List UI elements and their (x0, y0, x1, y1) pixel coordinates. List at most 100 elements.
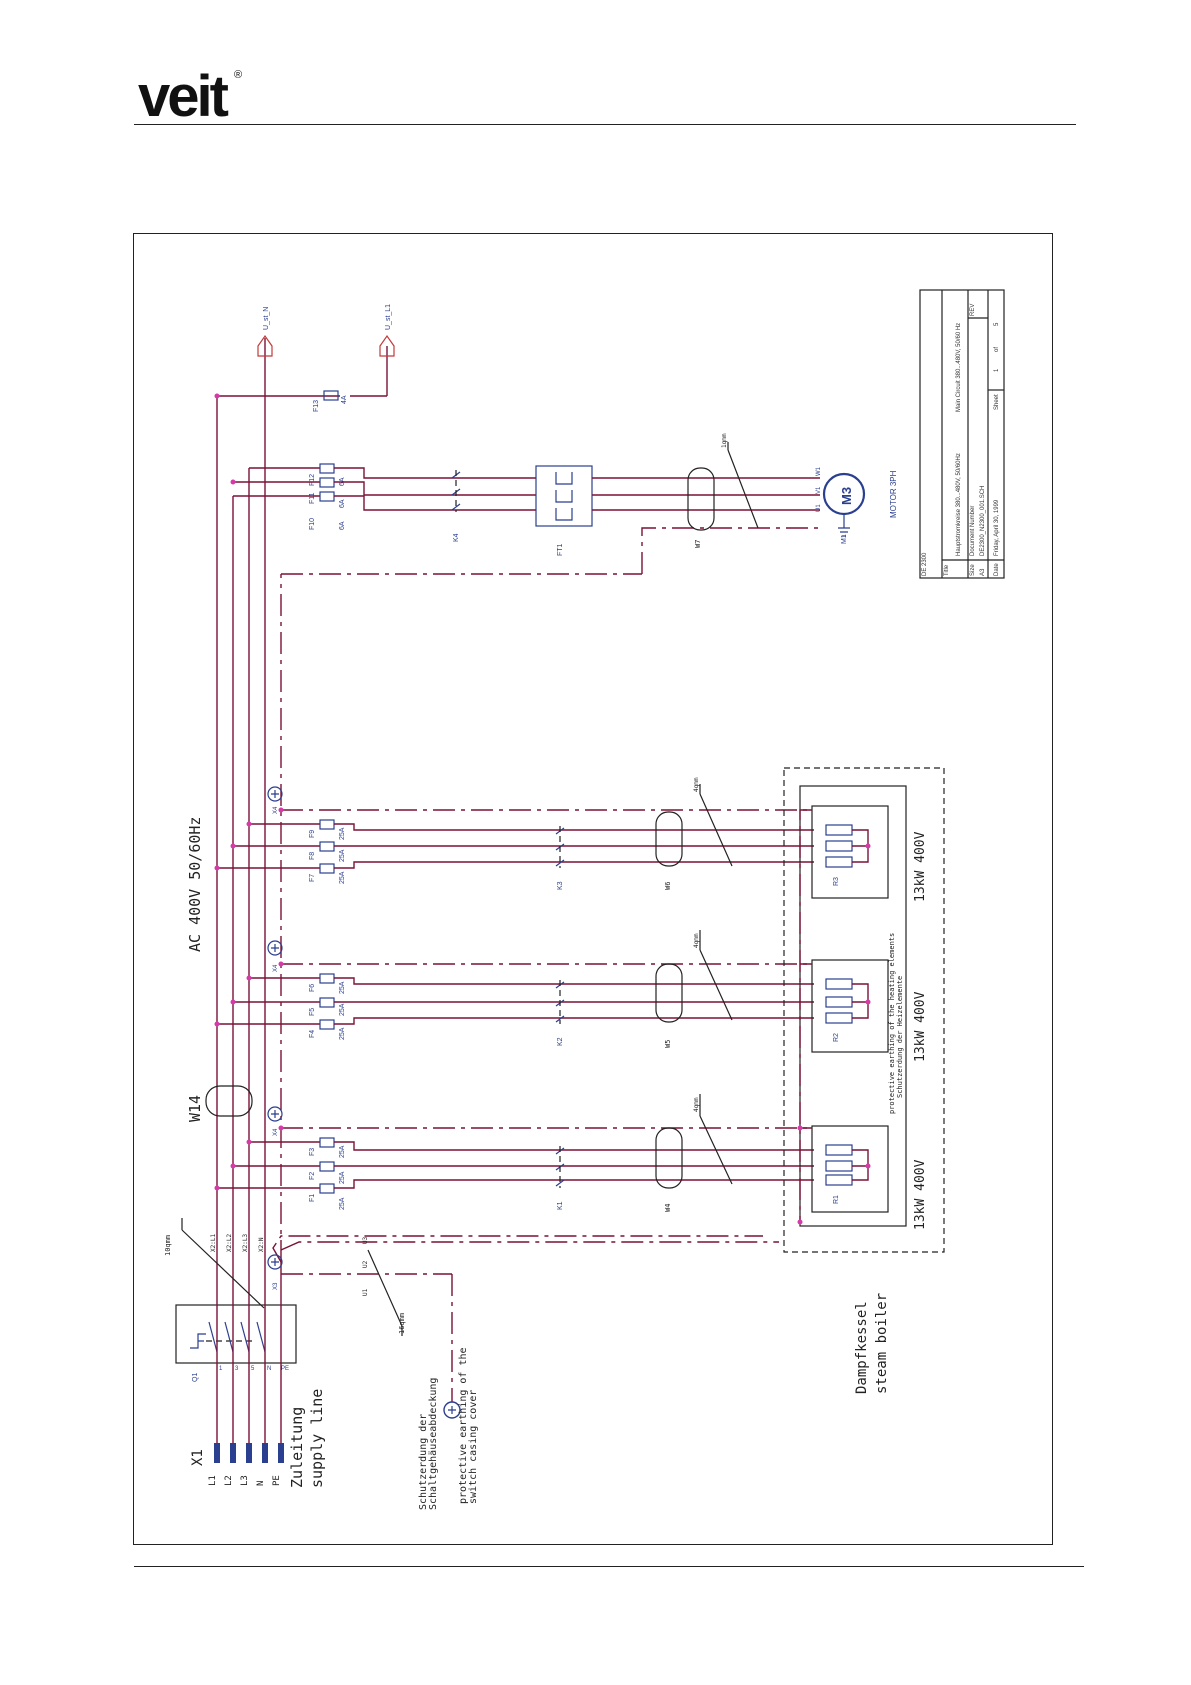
svg-text:X2:L3: X2:L3 (242, 1234, 249, 1252)
svg-text:W6: W6 (664, 882, 672, 890)
motor-symbol: M3 (839, 487, 854, 505)
svg-text:Schutzerdung der: Schutzerdung der (418, 1414, 429, 1510)
svg-text:F4: F4 (309, 1030, 316, 1038)
svg-text:25A: 25A (339, 827, 346, 840)
svg-text:F12: F12 (309, 474, 316, 486)
svg-text:16qmm: 16qmm (398, 1313, 406, 1334)
svg-text:U1: U1 (816, 504, 822, 512)
svg-text:13kW 400V: 13kW 400V (913, 831, 928, 902)
supply-line-en: supply line (308, 1389, 326, 1488)
svg-text:F10: F10 (309, 518, 316, 530)
svg-text:R2: R2 (833, 1033, 840, 1042)
svg-text:K2: K2 (557, 1037, 564, 1046)
svg-text:K4: K4 (453, 533, 460, 542)
earthing-connections: 16qmm U1 U2 U3 X3 Schutzerdung der Schal… (267, 1235, 779, 1510)
svg-text:F5: F5 (309, 1008, 316, 1016)
supply-cable-size: 10qmm (164, 1235, 172, 1256)
svg-text:1: 1 (219, 1366, 223, 1372)
svg-text:F9: F9 (309, 830, 316, 838)
motor-label: MOTOR 3PH (889, 470, 898, 518)
heating-earth-note-de: Schutzerdung der Heizelemente (896, 976, 904, 1098)
drawing-frame (133, 233, 1053, 1545)
heater-element-r1: R1 (825, 1144, 869, 1204)
svg-text:U1: U1 (362, 1288, 369, 1296)
bus-cable-marker (205, 1085, 253, 1117)
output-l1-label: U_st_L1 (385, 304, 392, 330)
heater-group-k1: F1 F2 F3 25A 25A 25A K1 W4 4qmm X4 (217, 1094, 814, 1212)
svg-text:F8: F8 (309, 852, 316, 860)
svg-text:F2: F2 (309, 1172, 316, 1180)
svg-text:6A: 6A (339, 521, 346, 530)
svg-text:5: 5 (251, 1366, 255, 1372)
svg-text:R1: R1 (833, 1195, 840, 1204)
svg-text:4qmm: 4qmm (693, 933, 700, 948)
svg-text:protective earthing of the: protective earthing of the (458, 1347, 469, 1504)
svg-text:F13: F13 (313, 400, 320, 412)
svg-text:Size: Size (970, 564, 976, 576)
svg-text:X2:L1: X2:L1 (210, 1234, 217, 1252)
svg-text:PE: PE (281, 1366, 289, 1372)
heater-element-r2: R2 (825, 978, 869, 1042)
supply-line-de: Zuleitung (288, 1407, 306, 1488)
svg-text:U2: U2 (362, 1260, 369, 1268)
voltage-label: AC 400V 50/60Hz (186, 817, 204, 952)
svg-text:F11: F11 (309, 492, 316, 504)
boiler-label-de: Dampfkessel (854, 1301, 870, 1394)
svg-text:F3: F3 (309, 1148, 316, 1156)
heater-group-k2: F4 F5 F6 25A 25A 25A K2 W5 4qmm X4 (217, 930, 814, 1048)
svg-text:A3: A3 (980, 568, 986, 576)
svg-text:X4: X4 (273, 806, 279, 814)
svg-text:of: of (994, 347, 1000, 352)
svg-text:Document Number: Document Number (970, 506, 976, 556)
svg-text:F6: F6 (309, 984, 316, 992)
svg-text:F7: F7 (309, 874, 316, 882)
title-block: DE 2300 Title Hauptstromkreise 380...480… (919, 289, 1005, 579)
svg-text:25A: 25A (339, 981, 346, 994)
svg-text:X2:N: X2:N (258, 1237, 265, 1252)
svg-text:25A: 25A (339, 1171, 346, 1184)
svg-text:M1: M1 (841, 534, 848, 544)
veit-logo: veit ® (138, 64, 242, 129)
terminal-x1-label: X1 (190, 1449, 206, 1466)
logo-wordmark: veit (138, 64, 229, 122)
svg-text:K3: K3 (557, 881, 564, 890)
svg-text:N: N (256, 1481, 266, 1486)
heater-element-r3: R3 (825, 824, 869, 886)
main-switch-q1: Q1 1 3 5 N PE (175, 1304, 297, 1382)
svg-text:REV: REV (970, 304, 976, 316)
svg-text:Sheet: Sheet (994, 394, 1000, 410)
svg-text:4qmm: 4qmm (693, 1097, 700, 1112)
svg-text:5: 5 (994, 322, 1000, 326)
svg-text:25A: 25A (339, 849, 346, 862)
svg-text:W7: W7 (694, 540, 702, 548)
svg-text:DE 2300: DE 2300 (922, 552, 928, 576)
svg-text:W1: W1 (816, 466, 822, 476)
svg-text:4A: 4A (341, 395, 348, 404)
svg-text:switch casing cover: switch casing cover (468, 1390, 479, 1504)
svg-text:13kW 400V: 13kW 400V (913, 991, 928, 1062)
svg-text:X2:L2: X2:L2 (226, 1234, 233, 1252)
footer-rule (134, 1566, 1084, 1567)
motor-branch: F10 F11 F12 6A 6A 6A K4 FT1 W7 1qmm M3 W… (233, 433, 898, 575)
svg-text:L2: L2 (224, 1475, 234, 1486)
header-rule (134, 124, 1076, 125)
svg-text:L3: L3 (240, 1475, 250, 1486)
svg-text:Q1: Q1 (192, 1373, 199, 1382)
svg-text:W4: W4 (664, 1204, 672, 1212)
svg-text:1qmm: 1qmm (721, 433, 728, 448)
boiler-label-en: steam boiler (874, 1293, 890, 1394)
svg-text:Friday, April 30, 1999: Friday, April 30, 1999 (994, 499, 1000, 556)
svg-text:V1: V1 (816, 486, 822, 494)
supply-terminals: L1 L2 L3 N PE X1 (190, 1443, 284, 1486)
svg-text:25A: 25A (339, 1003, 346, 1016)
svg-text:®: ® (234, 69, 242, 81)
svg-text:25A: 25A (339, 1145, 346, 1158)
svg-text:W5: W5 (664, 1040, 672, 1048)
svg-text:Hauptstromkreise 380...480V, 5: Hauptstromkreise 380...480V, 50/60Hz (956, 453, 962, 556)
svg-text:Main Circuit 380...480V, 50/60: Main Circuit 380...480V, 50/60 Hz (956, 323, 962, 412)
svg-text:DE2300_N2300_001.SCH: DE2300_N2300_001.SCH (980, 486, 986, 556)
junctions (214, 393, 871, 1225)
svg-text:25A: 25A (339, 1197, 346, 1210)
svg-text:Title: Title (944, 564, 950, 576)
svg-text:N: N (267, 1366, 271, 1372)
